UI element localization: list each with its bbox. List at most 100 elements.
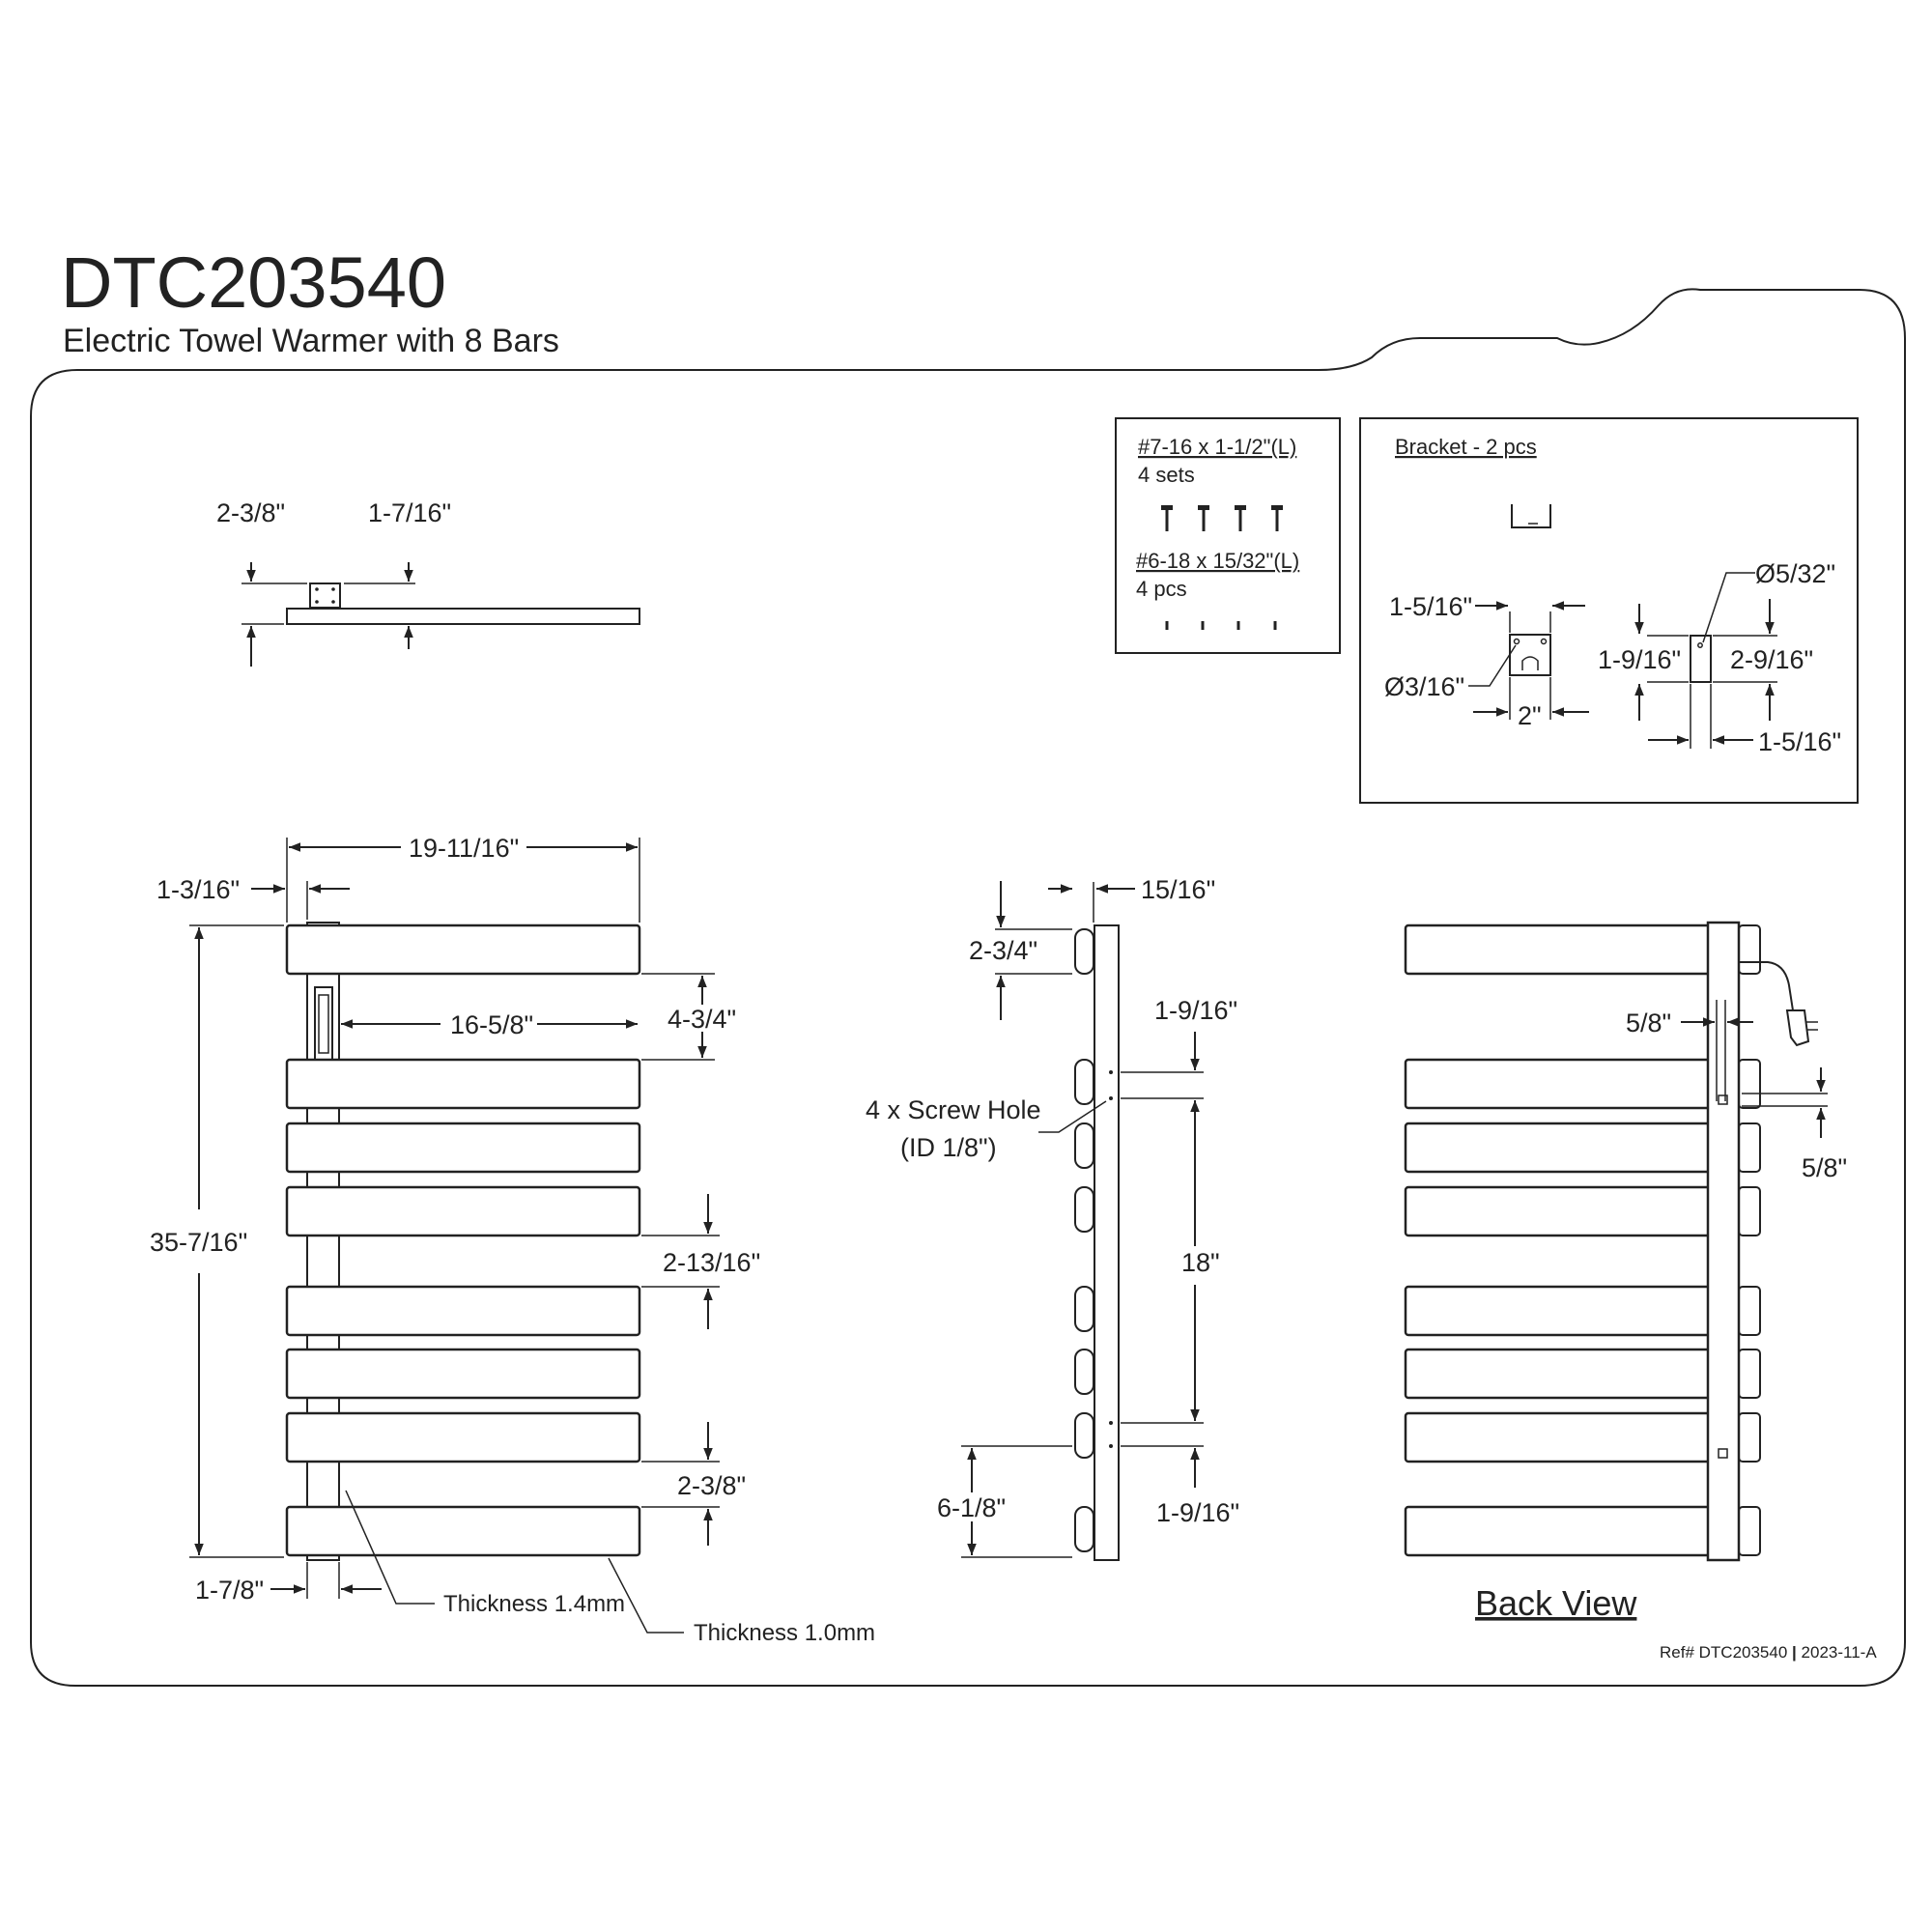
side-bar-ends [1074, 928, 1094, 1552]
screw-spec: #7-16 x 1-1/2"(L) [1138, 435, 1296, 459]
screw-qty: 4 sets [1138, 463, 1195, 487]
back-bar [1404, 1285, 1712, 1337]
bar-end [1074, 1506, 1094, 1552]
bar-end [1074, 1122, 1094, 1169]
model-title: DTC203540 [61, 242, 446, 323]
screw-icons [1161, 505, 1283, 531]
back-bar [1404, 1411, 1712, 1463]
power-cord [1739, 961, 1794, 1011]
screw-hole [1109, 1096, 1113, 1100]
hole-top-offset: 1-9/16" [1154, 996, 1237, 1025]
ref-separator: | [1792, 1643, 1797, 1662]
back-bar [1404, 1348, 1712, 1400]
back-bar [1404, 923, 1712, 976]
back-post [1706, 921, 1741, 1562]
post-width: 1-7/8" [195, 1576, 264, 1605]
hardware-box: #7-16 x 1-1/2"(L) 4 sets #6-18 x 15/32"(… [1115, 417, 1341, 654]
bracket-side-total: 2-9/16" [1730, 645, 1813, 674]
back-bars [1404, 923, 1712, 1557]
screw-hole-id: (ID 1/8") [900, 1133, 997, 1162]
back-bar [1404, 1122, 1712, 1174]
bracket-side-hole-dia: Ø5/32" [1755, 559, 1835, 588]
bracket-side-height: 1-9/16" [1598, 645, 1681, 674]
bracket-width-bottom: 2" [1518, 701, 1542, 730]
side-bar-height: 2-3/4" [969, 936, 1037, 965]
screw-icon [1235, 505, 1246, 531]
back-view-label: Back View [1475, 1583, 1637, 1623]
back-bar [1404, 1185, 1712, 1237]
revision: 2023-11-A [1802, 1643, 1878, 1662]
towel-bar [285, 1285, 641, 1337]
bottom-offset: 6-1/8" [937, 1493, 1006, 1522]
bracket-box: Bracket - 2 pcs 1-5/16" 2" Ø3/16" 1-9/16… [1359, 417, 1859, 804]
screw-icon [1161, 505, 1173, 531]
bar-end [1074, 1349, 1094, 1395]
cord-offset-h: 5/8" [1626, 1009, 1671, 1037]
back-bar [1404, 1505, 1712, 1557]
screw-hole-label: 4 x Screw Hole [866, 1095, 1041, 1124]
towel-bar [285, 1411, 641, 1463]
bar-end [1074, 1059, 1094, 1105]
bar-end [1074, 1412, 1094, 1459]
back-bar [1404, 1058, 1712, 1110]
top-view-post [309, 582, 341, 609]
bracket-hole-dia: Ø3/16" [1384, 672, 1464, 701]
bar-length: 16-5/8" [450, 1010, 533, 1039]
small-screw-spec: #6-18 x 15/32"(L) [1136, 549, 1299, 573]
sheet-frame [30, 288, 1906, 1687]
mount-point [1718, 1094, 1728, 1105]
towel-bar [285, 1348, 641, 1400]
small-screw-icons [1165, 621, 1277, 630]
screw-hole [1109, 1421, 1113, 1425]
bracket-u-icon [1511, 504, 1551, 528]
gap-top: 4-3/4" [668, 1005, 736, 1034]
towel-bar [285, 923, 641, 976]
screw-hole [1109, 1444, 1113, 1448]
model-description: Electric Towel Warmer with 8 Bars [63, 323, 559, 359]
cord-offset-v: 5/8" [1802, 1153, 1847, 1182]
bar-end [1074, 1286, 1094, 1332]
bracket-width-top: 1-5/16" [1389, 592, 1472, 621]
left-offset: 1-3/16" [156, 875, 240, 904]
top-depth-bar: 1-7/16" [368, 498, 451, 527]
front-view: 19-11/16" 1-3/16" 16-5/8" 4-3/4" 2-13/16… [150, 834, 875, 1646]
towel-bars [285, 923, 641, 1557]
side-view: 15/16" 2-3/4" 1-9/16" 18" 1-9/16" 4 x Sc… [866, 875, 1239, 1561]
top-view-bar [286, 608, 640, 625]
towel-bar [285, 1058, 641, 1110]
bracket-side-depth: 1-5/16" [1758, 727, 1841, 756]
thickness-bar: Thickness 1.0mm [694, 1620, 875, 1646]
ref-footer: Ref# DTC203540 | 2023-11-A [1660, 1643, 1877, 1662]
thickness-post: Thickness 1.4mm [443, 1591, 625, 1617]
top-view: 2-3/8" 1-7/16" [216, 498, 640, 667]
overall-height: 35-7/16" [150, 1228, 247, 1257]
overall-width: 19-11/16" [409, 834, 519, 863]
mount-point [1718, 1448, 1728, 1459]
screw-hole [1109, 1070, 1113, 1074]
towel-bar [285, 1185, 641, 1237]
side-depth: 15/16" [1141, 875, 1215, 904]
towel-bar [285, 1505, 641, 1557]
screw-icon [1271, 505, 1283, 531]
gap-bottom: 2-3/8" [677, 1471, 746, 1500]
top-depth-outer: 2-3/8" [216, 498, 285, 527]
bar-end [1074, 1186, 1094, 1233]
plug-icon [1785, 1009, 1810, 1047]
back-bar-caps [1738, 924, 1761, 1556]
small-screw-qty: 4 pcs [1136, 577, 1187, 601]
bracket-front [1509, 634, 1551, 676]
back-view: 5/8" 5/8" Back View [1404, 921, 1847, 1623]
bar-end [1074, 928, 1094, 975]
towel-bar [285, 1122, 641, 1174]
gap-mid: 2-13/16" [663, 1248, 760, 1277]
hole-bottom-offset: 1-9/16" [1156, 1498, 1239, 1527]
screw-icon [1198, 505, 1209, 531]
ref-number: Ref# DTC203540 [1660, 1643, 1787, 1662]
bracket-side [1690, 635, 1712, 683]
front-post [306, 922, 340, 1561]
hole-spacing: 18" [1181, 1248, 1220, 1277]
bracket-title: Bracket - 2 pcs [1395, 435, 1537, 459]
side-wall-plate [1094, 924, 1120, 1561]
control-panel [314, 986, 333, 1062]
